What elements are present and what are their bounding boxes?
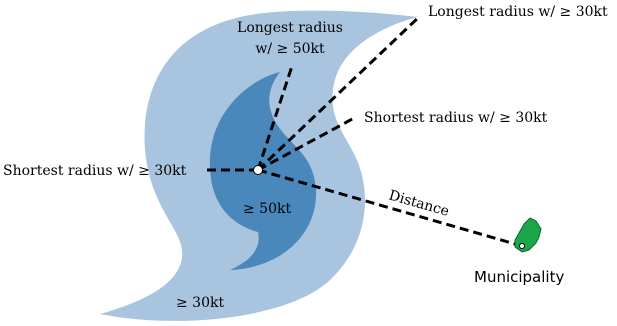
municipality-point — [519, 243, 525, 249]
label-shortest-radius-30kt-right: Shortest radius w/ ≥ 30kt — [364, 110, 548, 126]
label-longest-radius-50kt-line2: w/ ≥ 50kt — [255, 41, 325, 57]
shortest-radius-30kt-right-line — [257, 115, 357, 172]
label-municipality: Municipality — [474, 268, 564, 286]
longest-radius-30kt-line — [256, 14, 422, 172]
label-longest-radius-30kt: Longest radius w/ ≥ 30kt — [428, 4, 608, 20]
longest-radius-50kt-line — [256, 65, 294, 171]
label-shortest-radius-30kt-left: Shortest radius w/ ≥ 30kt — [3, 163, 187, 179]
label-inner-zone: ≥ 50kt — [243, 201, 291, 217]
municipality-shape — [514, 217, 542, 253]
label-outer-zone: ≥ 30kt — [176, 295, 224, 311]
storm-center — [253, 165, 263, 175]
label-distance: Distance — [387, 187, 451, 219]
distance-line — [257, 168, 523, 248]
label-longest-radius-50kt-line1: Longest radius — [237, 20, 343, 36]
